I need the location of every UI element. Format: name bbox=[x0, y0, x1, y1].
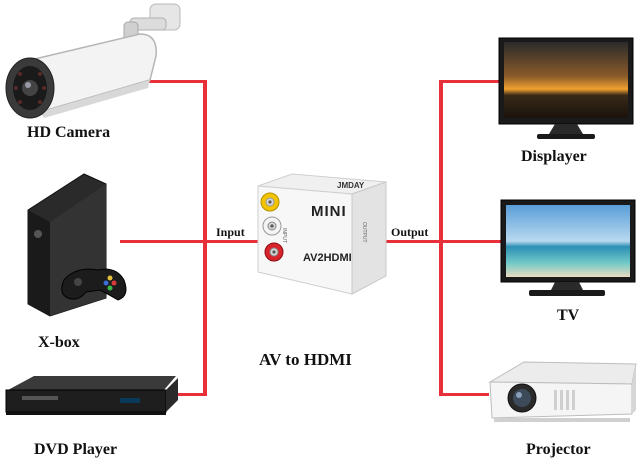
xbox-image bbox=[27, 173, 127, 317]
converter-model-text: MINI bbox=[311, 203, 347, 220]
input-link-converter bbox=[207, 240, 259, 243]
output-link-projector bbox=[439, 393, 489, 396]
projector-image bbox=[488, 361, 637, 422]
converter-brand: JMDAY bbox=[337, 181, 365, 190]
hd-camera-image bbox=[5, 3, 181, 119]
display-label-tv: TV bbox=[557, 307, 580, 324]
output-label: Output bbox=[391, 225, 429, 239]
dvd-player-image bbox=[5, 376, 178, 415]
input-label: Input bbox=[216, 225, 245, 239]
display-label-projector: Projector bbox=[526, 441, 591, 458]
output-link-displayer bbox=[439, 80, 499, 83]
output-link-converter bbox=[386, 240, 439, 243]
converter-side-output: OUTPUT bbox=[361, 222, 367, 243]
source-label-hd-camera: HD Camera bbox=[27, 124, 111, 141]
displayer-monitor-image bbox=[498, 37, 634, 139]
input-link-hd-camera bbox=[148, 80, 207, 83]
converter-side-input: INPUT bbox=[281, 228, 287, 243]
av2hdmi-converter-image bbox=[257, 173, 387, 295]
input-bus-vertical bbox=[203, 80, 207, 396]
source-label-xbox: X-box bbox=[38, 334, 80, 351]
input-link-xbox bbox=[120, 240, 207, 243]
output-bus-vertical bbox=[439, 80, 443, 396]
input-link-dvd-player bbox=[178, 393, 207, 396]
converter-caption: AV to HDMI bbox=[259, 350, 352, 369]
tv-image bbox=[500, 199, 636, 296]
display-label-displayer: Displayer bbox=[521, 148, 587, 165]
source-label-dvd-player: DVD Player bbox=[34, 441, 118, 458]
output-link-tv bbox=[439, 240, 501, 243]
converter-type-text: AV2HDMI bbox=[303, 252, 352, 264]
